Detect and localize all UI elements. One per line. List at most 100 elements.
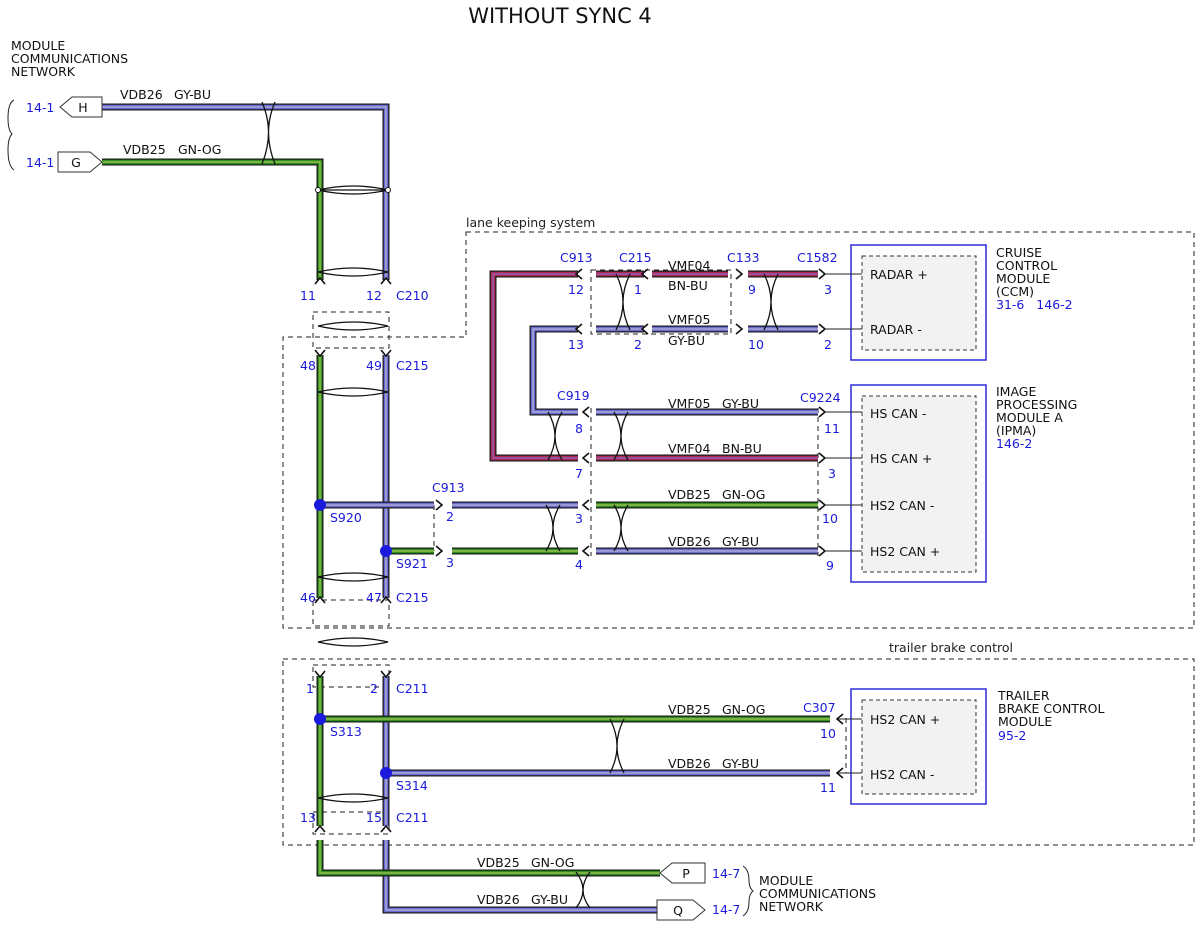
svg-text:MODULE: MODULE: [11, 38, 65, 53]
svg-text:VMF05: VMF05: [668, 396, 710, 411]
connector-c215-top: C215: [619, 250, 652, 265]
right-network-label: MODULE COMMUNICATIONS NETWORK: [759, 873, 876, 914]
svg-text:2: 2: [446, 509, 454, 524]
svg-text:46: 46: [300, 590, 316, 605]
svg-text:13: 13: [300, 810, 316, 825]
svg-text:COMMUNICATIONS: COMMUNICATIONS: [11, 51, 128, 66]
svg-text:VDB26: VDB26: [668, 534, 711, 549]
svg-text:2: 2: [824, 337, 832, 352]
splice-s920: [314, 499, 326, 511]
svg-text:TRAILER: TRAILER: [997, 688, 1050, 703]
svg-text:11: 11: [824, 421, 840, 436]
svg-text:GN-OG: GN-OG: [722, 487, 765, 502]
svg-text:(IPMA): (IPMA): [996, 423, 1036, 438]
network-pin-q: Q: [656, 899, 706, 921]
svg-text:GN-OG: GN-OG: [722, 702, 765, 717]
network-pin-h: H: [59, 96, 103, 118]
wire-vdb25-gn-og-main-stripe: [102, 161, 660, 874]
svg-text:1: 1: [306, 681, 314, 696]
tbc-module: HS2 CAN + HS2 CAN - TRAILER BRAKE CONTRO…: [838, 688, 1104, 805]
svg-text:S921: S921: [396, 556, 428, 571]
svg-text:7: 7: [575, 466, 583, 481]
svg-text:PROCESSING: PROCESSING: [996, 397, 1077, 412]
svg-text:P: P: [682, 866, 690, 881]
tbc-pin-hs2-can-plus: HS2 CAN +: [870, 712, 940, 727]
wire-vmf04-loop-stripe: [492, 273, 578, 459]
svg-text:4: 4: [575, 557, 583, 572]
splice-names: S920 S921 S313 S314: [330, 510, 428, 793]
svg-text:S920: S920: [330, 510, 362, 525]
svg-text:12: 12: [568, 282, 584, 297]
svg-text:GY-BU: GY-BU: [722, 396, 759, 411]
svg-text:MODULE: MODULE: [998, 714, 1052, 729]
svg-text:31-6 146-2: 31-6 146-2: [996, 297, 1073, 312]
svg-text:GN-OG: GN-OG: [178, 142, 221, 157]
svg-text:Q: Q: [673, 903, 683, 918]
trailer-brake-boundary: [282, 658, 1195, 846]
ref-14-7-p: 14-7: [712, 866, 740, 881]
ipma-pin-hs-can-minus: HS CAN -: [870, 406, 926, 421]
svg-text:49: 49: [366, 358, 382, 373]
svg-text:BN-BU: BN-BU: [668, 278, 708, 293]
svg-text:BN-BU: BN-BU: [722, 441, 762, 456]
svg-text:GN-OG: GN-OG: [531, 855, 574, 870]
svg-text:VMF05: VMF05: [668, 312, 710, 327]
svg-text:3: 3: [828, 466, 836, 481]
svg-text:VDB26: VDB26: [120, 87, 163, 102]
svg-text:VDB25: VDB25: [668, 702, 711, 717]
svg-text:GY-BU: GY-BU: [531, 892, 568, 907]
svg-text:MODULE: MODULE: [759, 873, 813, 888]
svg-text:3: 3: [824, 282, 832, 297]
svg-text:NETWORK: NETWORK: [759, 899, 824, 914]
svg-text:CONTROL: CONTROL: [996, 258, 1057, 273]
connector-c211-b: C211: [396, 810, 429, 825]
svg-text:VDB26: VDB26: [668, 756, 711, 771]
connector-c913-top: C913: [560, 250, 593, 265]
ipma-pin-hs-can-plus: HS CAN +: [870, 451, 932, 466]
wire-labels: VDB26 GY-BU VDB25 GN-OG VMF04 BN-BU VMF0…: [120, 87, 765, 907]
diagram-title: WITHOUT SYNC 4: [468, 4, 652, 28]
connector-names: C210 C215 C215 C211 C211 C913 C215 C133 …: [396, 250, 841, 825]
svg-text:10: 10: [820, 726, 836, 741]
svg-text:(CCM): (CCM): [996, 284, 1034, 299]
svg-text:S313: S313: [330, 724, 362, 739]
svg-text:13: 13: [568, 337, 584, 352]
connector-c1582: C1582: [797, 250, 838, 265]
ipma-pin-hs2-can-plus: HS2 CAN +: [870, 544, 940, 559]
svg-text:GY-BU: GY-BU: [722, 534, 759, 549]
svg-text:10: 10: [822, 511, 838, 526]
lane-keeping-label: lane keeping system: [466, 215, 595, 230]
svg-text:VDB25: VDB25: [668, 487, 711, 502]
connector-c9224: C9224: [800, 390, 841, 405]
svg-text:GY-BU: GY-BU: [668, 333, 705, 348]
ccm-module: RADAR + RADAR - CRUISE CONTROL MODULE (C…: [826, 244, 1073, 361]
svg-text:9: 9: [826, 558, 834, 573]
svg-text:47: 47: [366, 590, 382, 605]
connector-housings: [312, 269, 847, 835]
svg-text:MODULE: MODULE: [996, 271, 1050, 286]
connector-c215-b: C215: [396, 590, 429, 605]
left-network-label: MODULE COMMUNICATIONS NETWORK: [11, 38, 128, 79]
svg-text:VMF04: VMF04: [668, 441, 710, 456]
svg-text:VMF04: VMF04: [668, 258, 710, 273]
svg-text:IMAGE: IMAGE: [996, 384, 1036, 399]
connector-c215-a: C215: [396, 358, 429, 373]
left-network-brace: [7, 99, 15, 171]
svg-text:11: 11: [820, 780, 836, 795]
svg-text:10: 10: [748, 337, 764, 352]
svg-text:2: 2: [370, 681, 378, 696]
svg-text:GY-BU: GY-BU: [722, 756, 759, 771]
lane-keeping-boundary: [282, 231, 1195, 629]
svg-text:15: 15: [366, 810, 382, 825]
ref-14-7-q: 14-7: [712, 902, 740, 917]
svg-text:95-2: 95-2: [998, 728, 1026, 743]
wire-layer: [102, 103, 830, 914]
svg-text:3: 3: [446, 555, 454, 570]
ccm-pin-radar-minus: RADAR -: [870, 322, 922, 337]
svg-text:12: 12: [366, 288, 382, 303]
connector-c211-a: C211: [396, 681, 429, 696]
connector-c210: C210: [396, 288, 429, 303]
svg-text:G: G: [71, 155, 81, 170]
pin-numbers: 11 12 48 49 46 47 1 2 13 15 12 1 9 3 13 …: [300, 282, 840, 825]
